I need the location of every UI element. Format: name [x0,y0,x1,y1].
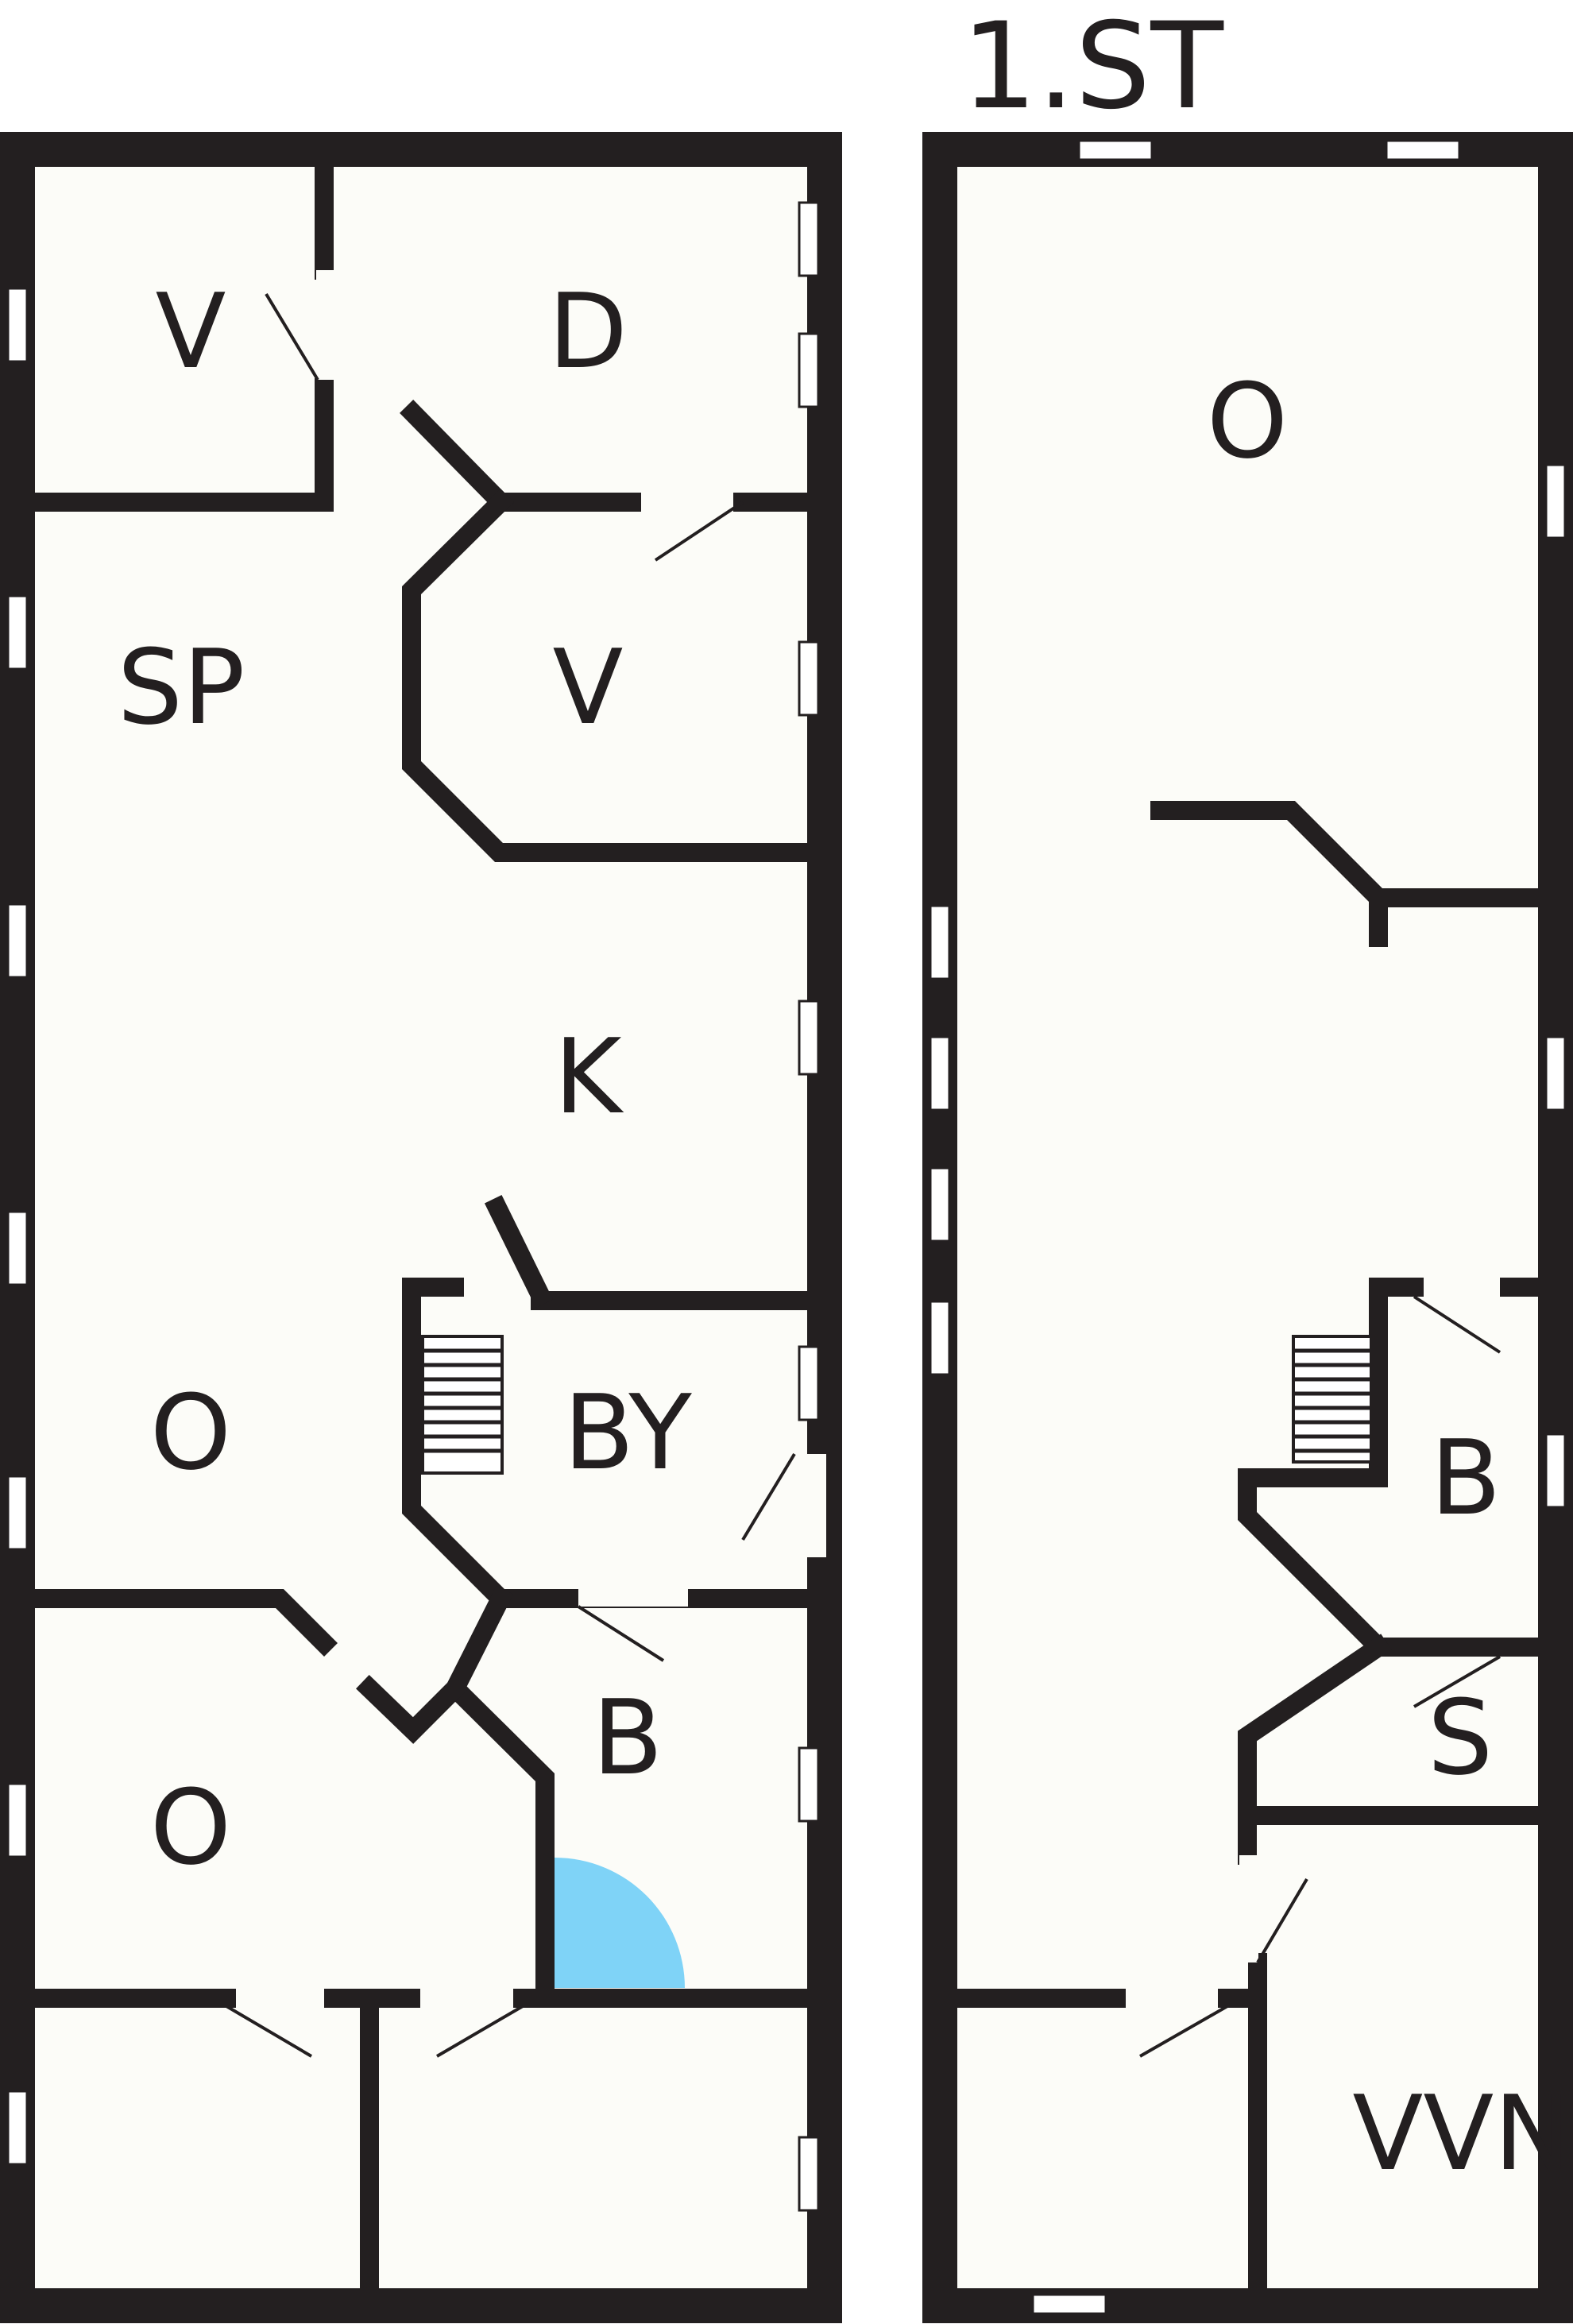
ground-floor-stairs [421,1335,504,1475]
floor-title: 1.ST [961,0,1224,136]
room-label-v-top: V [156,271,226,392]
upper-floor-plan: O B S VVN [922,132,1573,2323]
room-label-o-bottom: O [150,1767,231,1888]
room-label-s: S [1428,1677,1494,1798]
ground-floor-interior-walls [8,157,817,2298]
ground-floor-windows [6,201,820,2212]
upper-floor-windows [929,139,1567,2315]
room-label-sp: SP [118,627,245,748]
room-label-b: B [592,1677,663,1798]
entry-door-leaf [741,1452,796,1541]
upper-floor-interior-walls [930,801,1565,2298]
shower-area [555,1858,685,1988]
room-label-v-mid: V [553,627,624,748]
ground-floor-doors [225,270,744,2058]
room-label-by: BY [563,1372,692,1493]
room-label-vvn: VVN [1352,2073,1571,2194]
upper-floor-stairs [1292,1335,1373,1464]
room-label-d: D [548,271,628,392]
room-label-k: K [554,1016,624,1137]
room-label-o-mid: O [150,1372,231,1493]
room-label-o-upper: O [1207,361,1288,481]
ground-floor-plan: V D SP V K O BY O B [0,132,842,2323]
room-label-b-upper: B [1430,1417,1501,1538]
ground-floor-outer-wall [0,132,842,2323]
upper-floor-doors [1139,1295,1502,2058]
entry-door-gap [794,1454,826,1557]
